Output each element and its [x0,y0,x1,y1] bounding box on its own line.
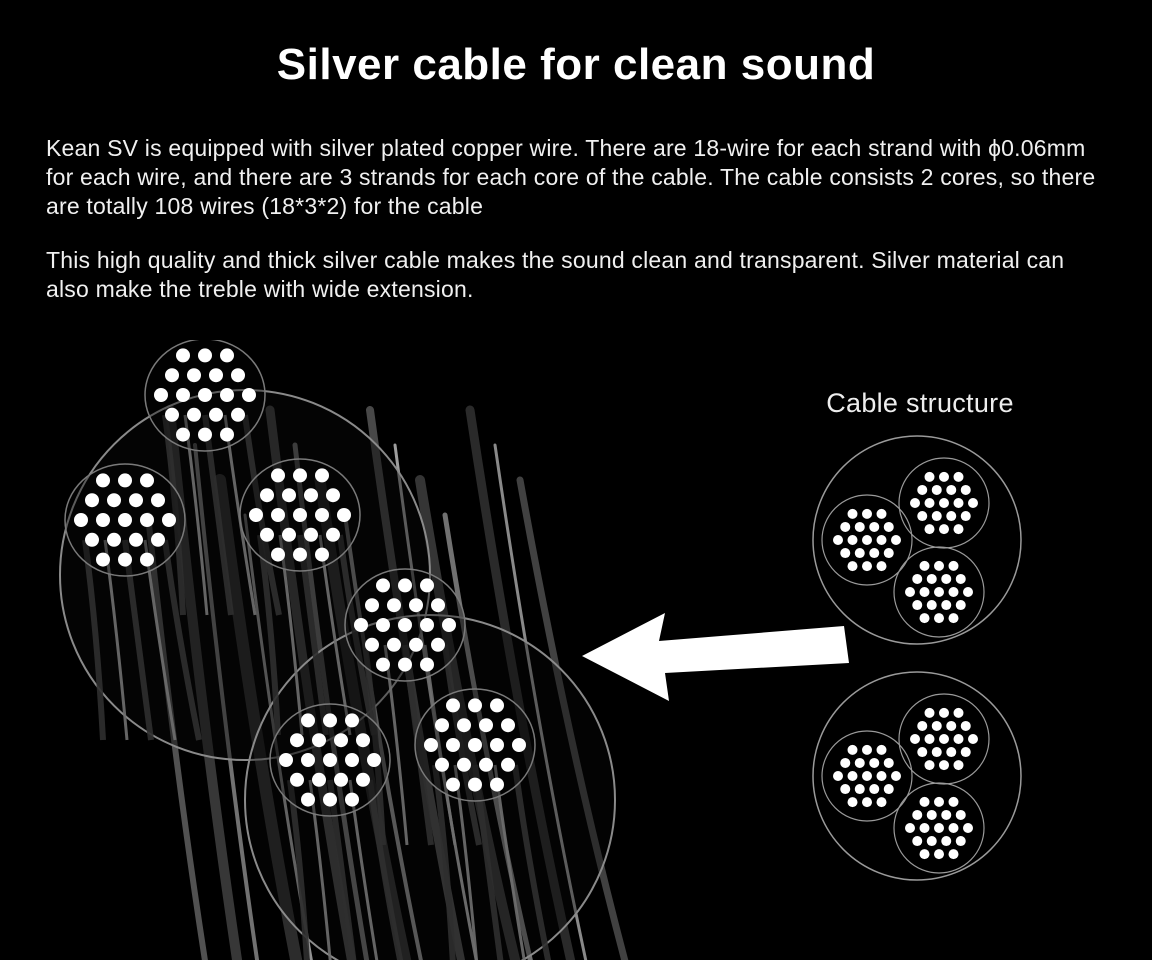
description-paragraph-1: Kean SV is equipped with silver plated c… [46,135,1096,219]
description-paragraph-2: This high quality and thick silver cable… [46,247,1065,302]
arrow-left-icon [582,613,849,701]
page-title: Silver cable for clean sound [276,40,876,89]
cable-structure-diagram [812,435,1022,881]
cable-structure-label: Cable structure [826,388,1014,418]
cable-cutaway-illustration [59,340,629,960]
